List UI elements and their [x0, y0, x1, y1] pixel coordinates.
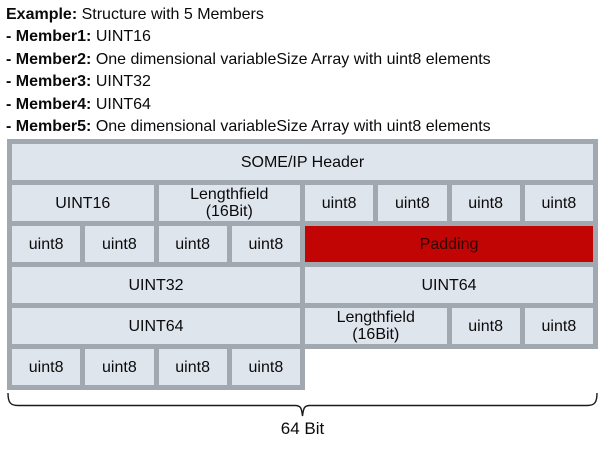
- example-title-text: Structure with 5 Members: [81, 6, 264, 23]
- field-cell-label: uint8: [102, 358, 137, 376]
- member3-line: - Member3: UINT32: [6, 71, 491, 93]
- bit-width-label: 64 Bit: [280, 419, 325, 438]
- field-cell-some-ip-header: SOME/IP Header: [12, 144, 593, 180]
- field-cell-uint8: uint8: [85, 349, 154, 385]
- field-cell-label: Lengthfield: [190, 186, 269, 203]
- field-cell-sublabel: (16Bit): [205, 203, 253, 220]
- padding-cell: Padding: [305, 226, 593, 262]
- member2-line: - Member2: One dimensional variableSize …: [6, 49, 491, 71]
- field-cell-label: uint8: [395, 194, 430, 212]
- field-cell-uint8: uint8: [451, 308, 520, 344]
- example-title: Example: Structure with 5 Members: [6, 4, 491, 26]
- diagram-row: UINT16 Lengthfield(16Bit) uint8 uint8 uint8 u…: [12, 185, 593, 221]
- field-cell-label: Lengthfield: [336, 309, 415, 326]
- field-cell-lengthfield: Lengthfield(16Bit): [305, 308, 447, 344]
- field-cell-label: uint8: [28, 358, 64, 376]
- field-cell-uint8: uint8: [378, 185, 447, 221]
- field-cell-label: uint8: [541, 317, 577, 335]
- diagram-row: UINT32 UINT64: [12, 267, 593, 303]
- field-cell-label: SOME/IP Header: [240, 153, 365, 171]
- field-cell-label: uint8: [321, 194, 357, 212]
- member5-line: - Member5: One dimensional variableSize …: [6, 116, 491, 138]
- member3-label: - Member3:: [6, 73, 92, 91]
- field-cell-label: UINT32: [128, 276, 184, 294]
- field-cell-uint16: UINT16: [12, 185, 154, 221]
- member2-text: One dimensional variableSize Array with …: [95, 50, 491, 68]
- example-title-label: Example:: [6, 6, 78, 23]
- field-cell-label: Padding: [419, 235, 479, 253]
- member1-line: - Member1: UINT16: [6, 26, 491, 48]
- member5-text: One dimensional variableSize Array with …: [95, 118, 491, 136]
- field-cell-lengthfield: Lengthfield(16Bit): [158, 185, 300, 221]
- intro-text-block: Example: Structure with 5 Members - Memb…: [6, 4, 491, 138]
- diagram-row: SOME/IP Header: [12, 144, 593, 180]
- field-cell-uint64: UINT64: [305, 267, 593, 303]
- field-cell-uint8: uint8: [12, 226, 81, 262]
- member3-text: UINT32: [95, 73, 151, 91]
- field-cell-uint8: uint8: [158, 226, 227, 262]
- field-cell-label: uint8: [248, 235, 284, 253]
- field-cell-label: uint8: [468, 317, 503, 335]
- member4-line: - Member4: UINT64: [6, 94, 491, 116]
- diagram-row: uint8 uint8 uint8 uint8 Padding: [12, 226, 593, 262]
- field-cell-uint8: uint8: [524, 308, 593, 344]
- field-cell-label: uint8: [468, 194, 503, 212]
- member4-label: - Member4:: [6, 95, 92, 113]
- bit-width-bracket: 64 Bit: [7, 392, 598, 438]
- field-cell-uint8: uint8: [231, 349, 300, 385]
- field-cell-sublabel: (16Bit): [352, 326, 400, 343]
- field-cell-label: uint8: [175, 235, 210, 253]
- field-cell-uint8: uint8: [305, 185, 374, 221]
- field-cell-uint64: UINT64: [12, 308, 300, 344]
- field-cell-label: uint8: [102, 235, 137, 253]
- field-cell-uint8: uint8: [85, 226, 154, 262]
- field-cell-label: uint8: [175, 358, 210, 376]
- field-cell-uint8: uint8: [451, 185, 520, 221]
- field-cell-uint32: UINT32: [12, 267, 300, 303]
- field-cell-uint8: uint8: [231, 226, 300, 262]
- field-cell-label: uint8: [28, 235, 64, 253]
- field-cell-label: UINT16: [55, 194, 111, 212]
- member1-label: - Member1:: [6, 28, 92, 46]
- member5-label: - Member5:: [6, 118, 92, 136]
- member2-label: - Member2:: [6, 50, 92, 68]
- bracket-brace-icon: [7, 392, 598, 417]
- diagram-row: UINT64 Lengthfield(16Bit) uint8 uint8: [12, 308, 593, 344]
- field-cell-label: uint8: [248, 358, 284, 376]
- field-cell-label: UINT64: [128, 317, 184, 335]
- field-cell-uint8: uint8: [12, 349, 81, 385]
- serialization-diagram-last-row: uint8 uint8 uint8 uint8: [7, 349, 305, 390]
- field-cell-uint8: uint8: [158, 349, 227, 385]
- member1-text: UINT16: [95, 28, 151, 46]
- field-cell-label: uint8: [541, 194, 577, 212]
- member4-text: UINT64: [95, 95, 151, 113]
- field-cell-label: UINT64: [421, 276, 477, 294]
- field-cell-uint8: uint8: [524, 185, 593, 221]
